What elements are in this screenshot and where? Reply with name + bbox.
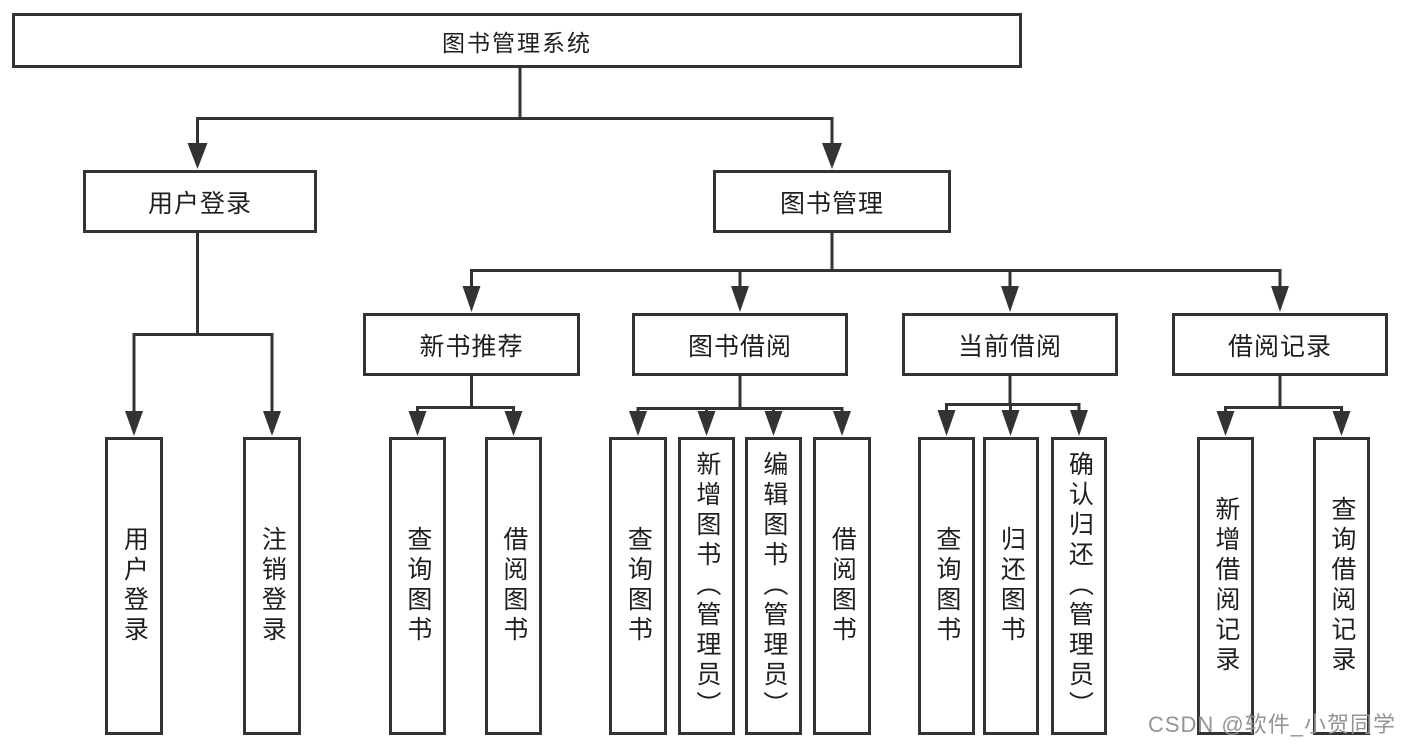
arrowhead-leaf-query-record: [1332, 411, 1351, 436]
node-user-login-label: 用户登录: [147, 189, 252, 218]
node-book-borrow-label: 图书借阅: [687, 332, 792, 361]
node-leaf-user-login: 用户登录: [105, 437, 163, 735]
arrowhead-newbook: [462, 286, 481, 312]
node-leaf-query-borrow-record: 查询借阅记录: [1313, 437, 1370, 735]
node-root-label: 图书管理系统: [442, 29, 592, 56]
node-book-management-label: 图书管理: [779, 189, 884, 218]
node-leaf-add-books-admin: 新增图书（管理员）: [678, 437, 735, 735]
node-leaf-query-books-borrow-label: 查询图书: [624, 526, 653, 646]
arrowhead-leaf-confirm-return: [1070, 410, 1088, 436]
node-leaf-borrow-books-recommend: 借阅图书: [485, 437, 542, 735]
node-leaf-query-books-current-label: 查询图书: [932, 526, 961, 646]
node-leaf-confirm-return-admin: 确认归还（管理员）: [1051, 437, 1107, 735]
arrowhead-leaf-userlogin: [125, 411, 143, 436]
node-new-book-recommend: 新书推荐: [363, 313, 580, 376]
arrowhead-leaf-query-recommend: [408, 411, 427, 436]
node-leaf-logout-login: 注销登录: [243, 437, 301, 735]
arrowhead-leaf-logout: [263, 411, 281, 436]
node-leaf-add-books-admin-label: 新增图书（管理员）: [692, 451, 721, 721]
csdn-watermark: CSDN @软件_小贺同学: [1147, 712, 1396, 737]
node-leaf-logout-login-label: 注销登录: [258, 526, 287, 646]
connector-level2-bar: [196, 117, 834, 147]
node-current-borrow-label: 当前借阅: [957, 332, 1062, 361]
arrowhead-currentborrow: [1001, 286, 1019, 312]
node-book-borrow: 图书借阅: [632, 313, 848, 376]
node-leaf-borrow-books: 借阅图书: [813, 437, 871, 735]
node-leaf-query-books-recommend-label: 查询图书: [403, 526, 432, 646]
node-root: 图书管理系统: [12, 13, 1022, 68]
node-leaf-return-books: 归还图书: [983, 437, 1039, 735]
node-leaf-edit-books-admin: 编辑图书（管理员）: [745, 437, 802, 735]
node-leaf-add-borrow-record: 新增借阅记录: [1197, 437, 1254, 735]
arrowhead-leaf-add-books: [697, 411, 716, 436]
node-leaf-confirm-return-admin-label: 确认归还（管理员）: [1065, 451, 1094, 721]
node-leaf-return-books-label: 归还图书: [997, 526, 1026, 646]
connector-newbook-bar: [416, 406, 515, 415]
arrowhead-leaf-edit-books: [764, 411, 783, 436]
connector-borrow-bar: [636, 407, 844, 415]
arrowhead-userlogin: [187, 143, 208, 169]
node-borrow-records: 借阅记录: [1172, 313, 1388, 376]
node-book-management: 图书管理: [713, 170, 951, 233]
node-leaf-query-books-current: 查询图书: [918, 437, 975, 735]
connector-records-bar: [1224, 406, 1343, 415]
node-new-book-recommend-label: 新书推荐: [419, 332, 524, 361]
arrowhead-leaf-borrow-recommend: [504, 411, 523, 436]
arrowhead-bookmgmt: [822, 143, 842, 169]
node-user-login: 用户登录: [83, 170, 317, 233]
node-leaf-user-login-label: 用户登录: [120, 526, 149, 646]
arrowhead-bookborrow: [731, 286, 749, 312]
arrowhead-leaf-query-current: [937, 410, 956, 436]
node-leaf-borrow-books-recommend-label: 借阅图书: [499, 526, 528, 646]
arrowhead-borrowrecords: [1271, 286, 1289, 312]
node-leaf-query-books-recommend: 查询图书: [389, 437, 446, 735]
connector-userlogin-bar: [132, 333, 274, 415]
node-borrow-records-label: 借阅记录: [1227, 332, 1332, 361]
connector-level3-bar: [470, 269, 1282, 290]
arrowhead-leaf-query-borrow: [629, 411, 647, 436]
node-leaf-borrow-books-label: 借阅图书: [828, 526, 857, 646]
connector-current-bar: [945, 403, 1081, 413]
node-leaf-edit-books-admin-label: 编辑图书（管理员）: [759, 451, 788, 721]
arrowhead-leaf-add-record: [1216, 411, 1235, 436]
arrowhead-leaf-borrow-books: [833, 411, 851, 436]
node-leaf-query-books-borrow: 查询图书: [609, 437, 667, 735]
node-leaf-add-borrow-record-label: 新增借阅记录: [1211, 496, 1240, 676]
node-leaf-query-borrow-record-label: 查询借阅记录: [1327, 496, 1356, 676]
arrowhead-leaf-return-books: [1001, 410, 1020, 436]
node-current-borrow: 当前借阅: [902, 313, 1118, 376]
